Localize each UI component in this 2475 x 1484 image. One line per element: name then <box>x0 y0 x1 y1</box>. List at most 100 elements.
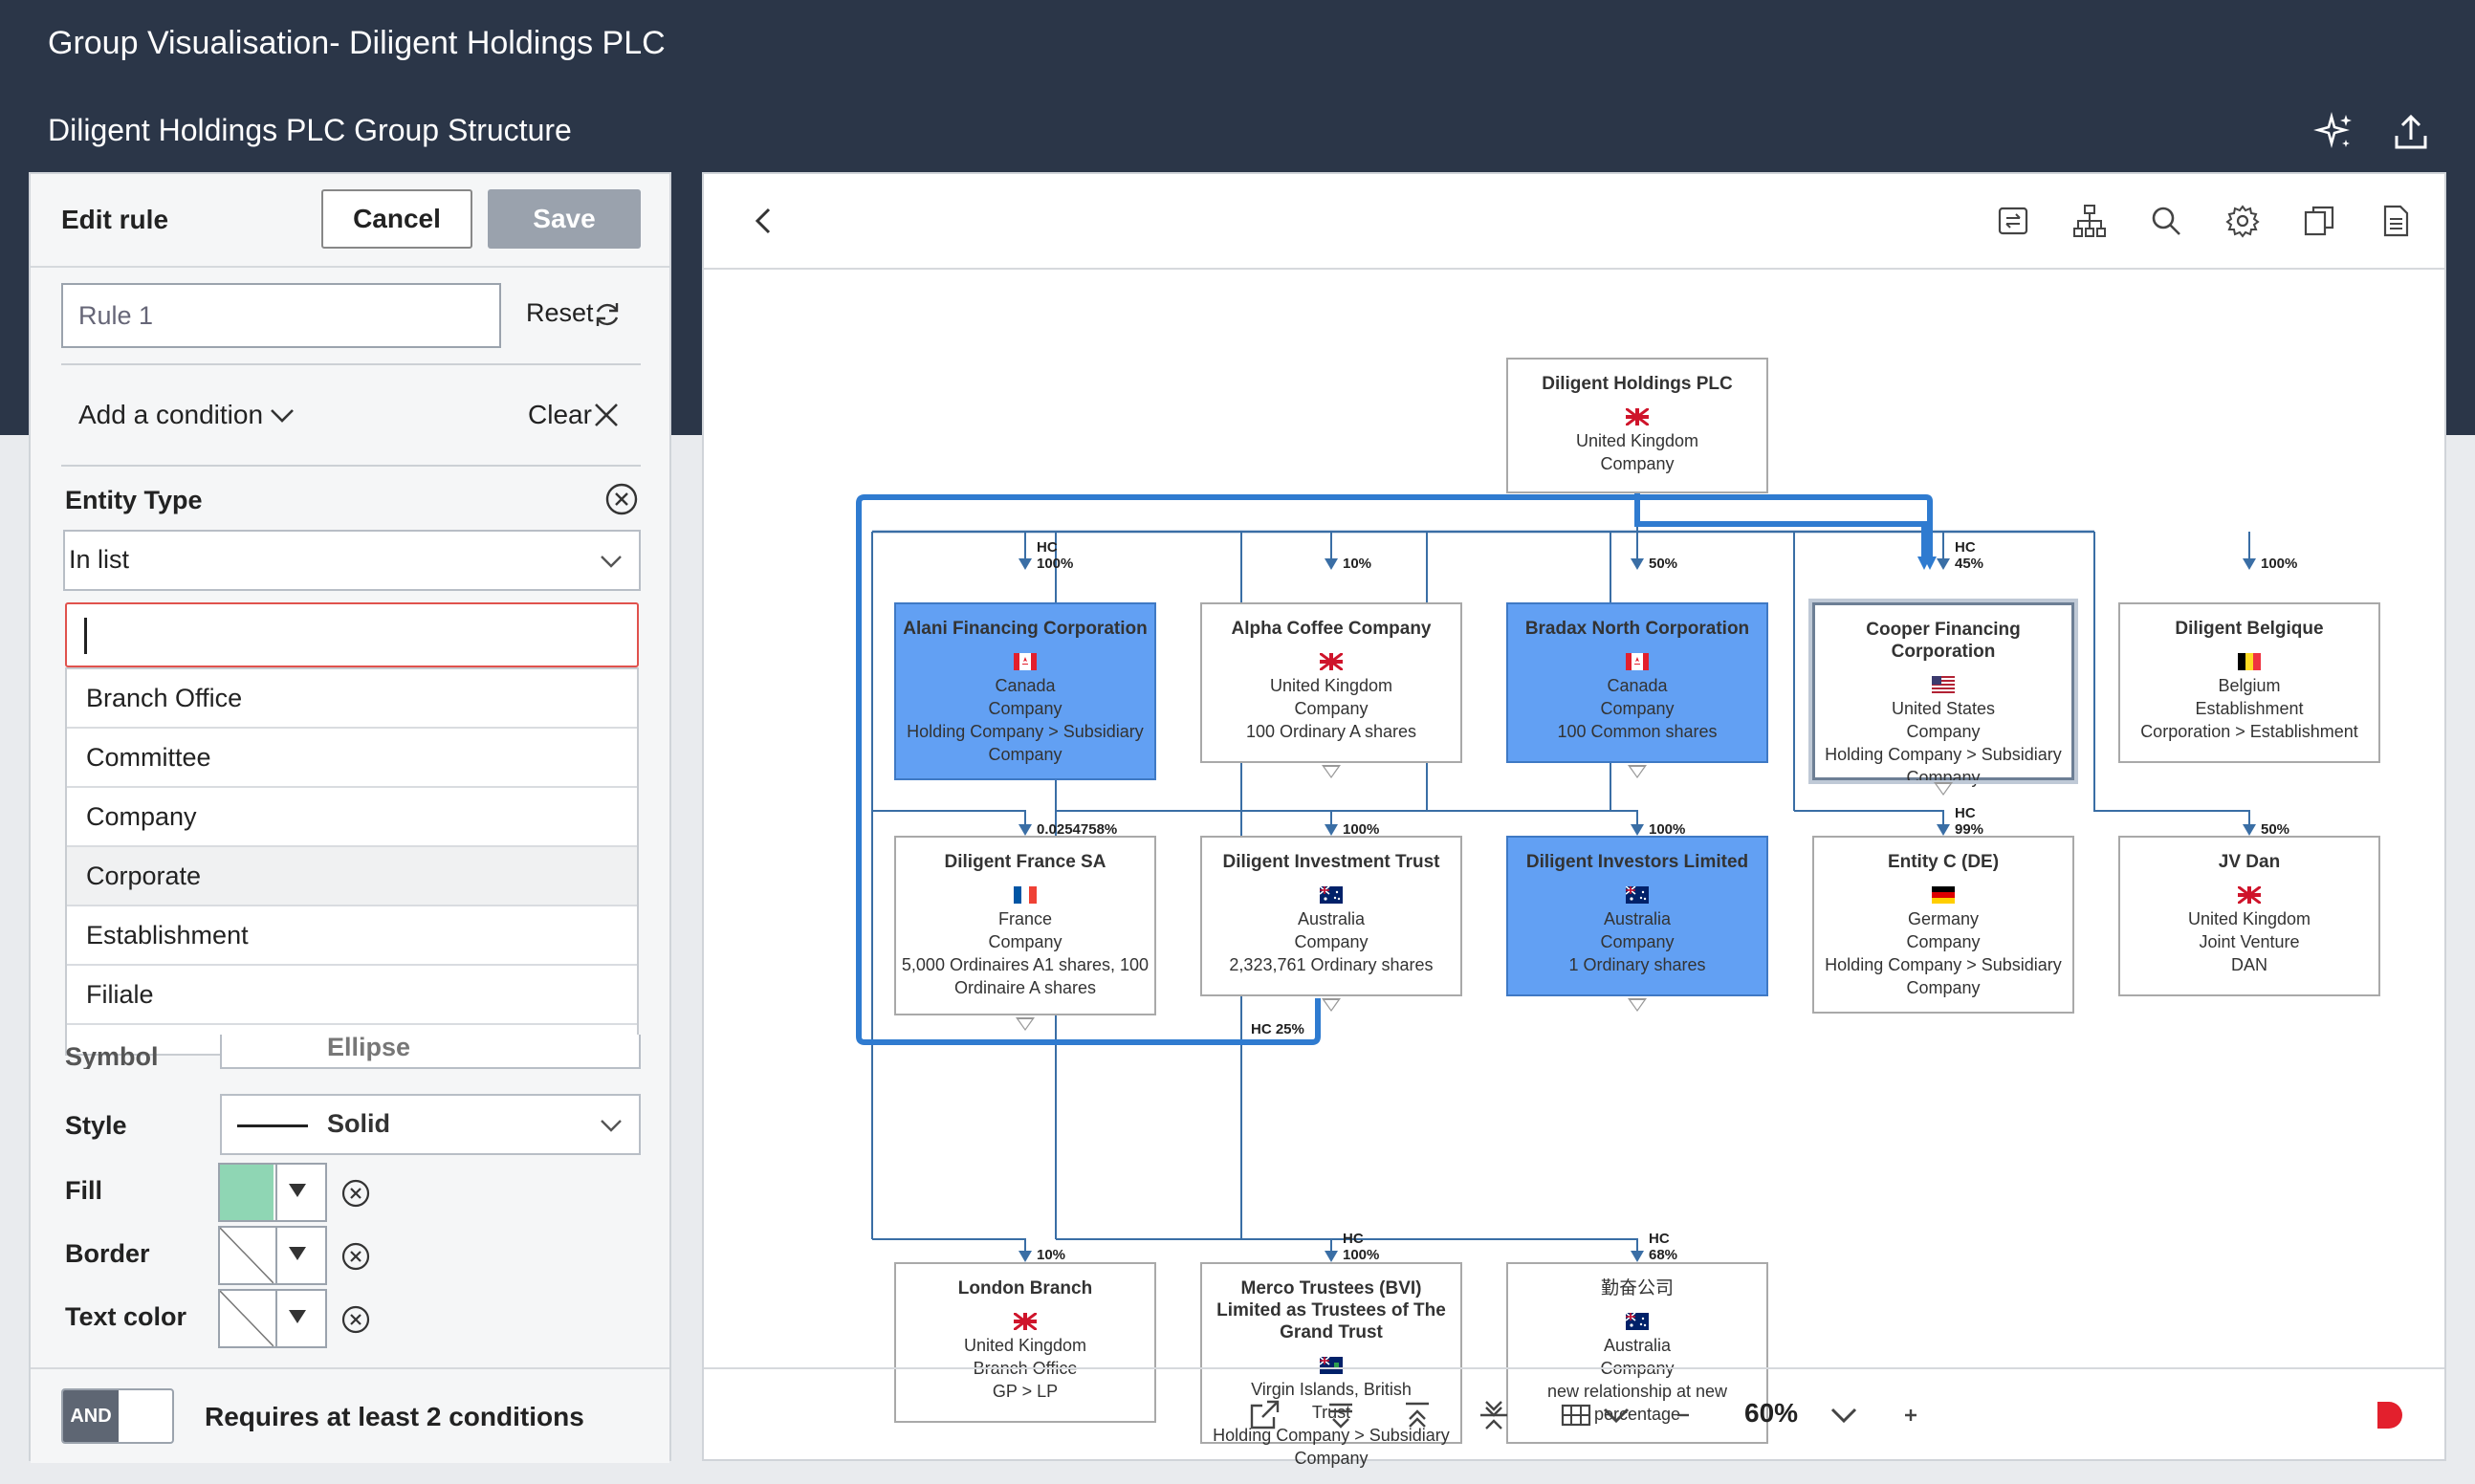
entity-node[interactable]: Diligent Investment Trust Australia Comp… <box>1200 836 1462 996</box>
edge-label: HC 25% <box>1251 1021 1304 1037</box>
fill-color-picker[interactable] <box>218 1163 327 1222</box>
text-color-picker[interactable] <box>218 1289 327 1348</box>
entity-detail: Holding Company > Subsidiary Company <box>1825 745 2062 787</box>
hierarchy-icon[interactable] <box>2071 203 2108 239</box>
option-branch-office[interactable]: Branch Office <box>67 669 637 729</box>
collapse-all-icon[interactable] <box>1475 1396 1513 1434</box>
panel-layout-icon[interactable] <box>2301 203 2337 239</box>
option-corporate[interactable]: Corporate <box>67 847 637 906</box>
chevron-down-icon <box>601 1120 622 1132</box>
layout-swap-icon[interactable] <box>1995 203 2031 239</box>
option-committee[interactable]: Committee <box>67 729 637 788</box>
rule-name-input[interactable] <box>61 283 501 348</box>
toggle-label: AND <box>63 1390 119 1442</box>
clear-border-icon[interactable] <box>340 1241 371 1272</box>
entity-type-search-input[interactable] <box>65 602 639 667</box>
reset-button[interactable]: Reset <box>526 298 594 327</box>
gear-icon[interactable] <box>2224 203 2261 239</box>
entity-name: London Branch <box>957 1278 1093 1298</box>
style-select[interactable]: Solid <box>220 1094 641 1155</box>
expand-indicator-icon[interactable] <box>1016 1017 1035 1031</box>
entity-detail: 100 Ordinary A shares <box>1245 722 1417 741</box>
no-color-icon <box>220 1228 274 1283</box>
export-icon[interactable] <box>2389 111 2433 155</box>
expand-down-icon[interactable] <box>1322 1396 1360 1434</box>
option-company[interactable]: Company <box>67 788 637 847</box>
panel-footer: AND Requires at least 2 conditions <box>31 1367 669 1463</box>
expand-indicator-icon[interactable] <box>1628 998 1647 1012</box>
and-or-toggle[interactable]: AND <box>61 1388 174 1444</box>
expand-indicator-icon[interactable] <box>1628 765 1647 778</box>
entity-detail: DAN <box>2230 955 2267 974</box>
entity-node[interactable]: Alani Financing Corporation Canada Compa… <box>894 602 1156 780</box>
chevron-down-icon[interactable] <box>1825 1396 1863 1434</box>
belgium-flag-icon <box>2238 653 2261 670</box>
entity-node[interactable]: Diligent Belgique Belgium Establishment … <box>2118 602 2380 763</box>
symbol-select[interactable]: Ellipse <box>220 1033 641 1069</box>
add-condition-button[interactable]: Add a condition <box>78 400 264 429</box>
entity-detail: 100 Common shares <box>1557 722 1718 741</box>
style-label: Style <box>65 1111 127 1140</box>
document-icon[interactable] <box>2377 203 2414 239</box>
refresh-icon[interactable] <box>591 298 624 331</box>
symbol-label: Symbol <box>65 1042 159 1069</box>
expand-indicator-icon[interactable] <box>1934 782 1953 796</box>
entity-type: Company <box>1600 932 1675 951</box>
grid-icon[interactable] <box>1557 1396 1595 1434</box>
remove-condition-icon[interactable] <box>604 482 639 516</box>
chevron-down-icon[interactable] <box>1597 1396 1635 1434</box>
entity-node[interactable]: Entity C (DE) Germany Company Holding Co… <box>1812 836 2074 1014</box>
entity-type: Joint Venture <box>2199 932 2300 951</box>
sparkle-icon[interactable] <box>2312 111 2356 155</box>
entity-name: Alpha Coffee Company <box>1231 619 1432 639</box>
cancel-button[interactable]: Cancel <box>321 189 472 249</box>
operator-select[interactable]: In list <box>63 530 641 591</box>
fill-label: Fill <box>65 1176 102 1205</box>
close-icon[interactable] <box>591 400 622 430</box>
entity-node[interactable]: Diligent Investors Limited Australia Com… <box>1506 836 1768 996</box>
option-establishment[interactable]: Establishment <box>67 906 637 966</box>
entity-name: Diligent France SA <box>944 852 1106 872</box>
open-external-icon[interactable] <box>1245 1396 1283 1434</box>
uk-flag-icon <box>2238 886 2261 904</box>
save-button[interactable]: Save <box>488 189 641 249</box>
style-value: Solid <box>327 1109 390 1138</box>
entity-detail: Corporation > Establishment <box>2140 722 2358 741</box>
clear-fill-icon[interactable] <box>340 1178 371 1209</box>
search-icon[interactable] <box>2148 203 2184 239</box>
edge-label: 10% <box>1343 556 1372 572</box>
entity-type: Company <box>1600 699 1675 718</box>
entity-country: Australia <box>1603 909 1672 928</box>
zoom-in-icon[interactable] <box>1892 1396 1930 1434</box>
back-arrow-icon[interactable] <box>746 203 782 239</box>
entity-node[interactable]: Diligent France SA France Company 5,000 … <box>894 836 1156 1015</box>
chevron-down-icon[interactable] <box>266 400 298 432</box>
page-title: Diligent Holdings PLC Group Structure <box>48 113 572 147</box>
entity-node-selected[interactable]: Cooper Financing Corporation United Stat… <box>1808 599 2078 787</box>
edge-label: 100% <box>1343 821 1380 838</box>
collapse-up-icon[interactable] <box>1398 1396 1436 1434</box>
expand-indicator-icon[interactable] <box>1322 998 1341 1012</box>
zoom-out-icon[interactable] <box>1664 1396 1702 1434</box>
expand-indicator-icon[interactable] <box>1322 765 1341 778</box>
clear-text-color-icon[interactable] <box>340 1304 371 1335</box>
entity-name: Entity C (DE) <box>1887 852 2000 872</box>
border-color-picker[interactable] <box>218 1226 327 1285</box>
entity-name: Alani Financing Corporation <box>903 619 1148 639</box>
entity-name: Cooper Financing Corporation <box>1866 620 2021 662</box>
entity-node[interactable]: London Branch United Kingdom Branch Offi… <box>894 1262 1156 1423</box>
entity-type: Company <box>1600 454 1675 473</box>
entity-country: United Kingdom <box>963 1336 1087 1355</box>
option-filiale[interactable]: Filiale <box>67 966 637 1025</box>
entity-country: United States <box>1891 699 1996 718</box>
entity-node[interactable]: Alpha Coffee Company United Kingdom Comp… <box>1200 602 1462 763</box>
entity-node[interactable]: Diligent Holdings PLC United Kingdom Com… <box>1506 358 1768 493</box>
entity-detail: GP > LP <box>992 1382 1059 1401</box>
entity-node[interactable]: Bradax North Corporation Canada Company … <box>1506 602 1768 763</box>
clear-button[interactable]: Clear <box>528 400 592 429</box>
entity-node[interactable]: JV Dan United Kingdom Joint Venture DAN <box>2118 836 2380 996</box>
bvi-flag-icon <box>1320 1357 1343 1374</box>
panel-title: Edit rule <box>61 205 169 234</box>
